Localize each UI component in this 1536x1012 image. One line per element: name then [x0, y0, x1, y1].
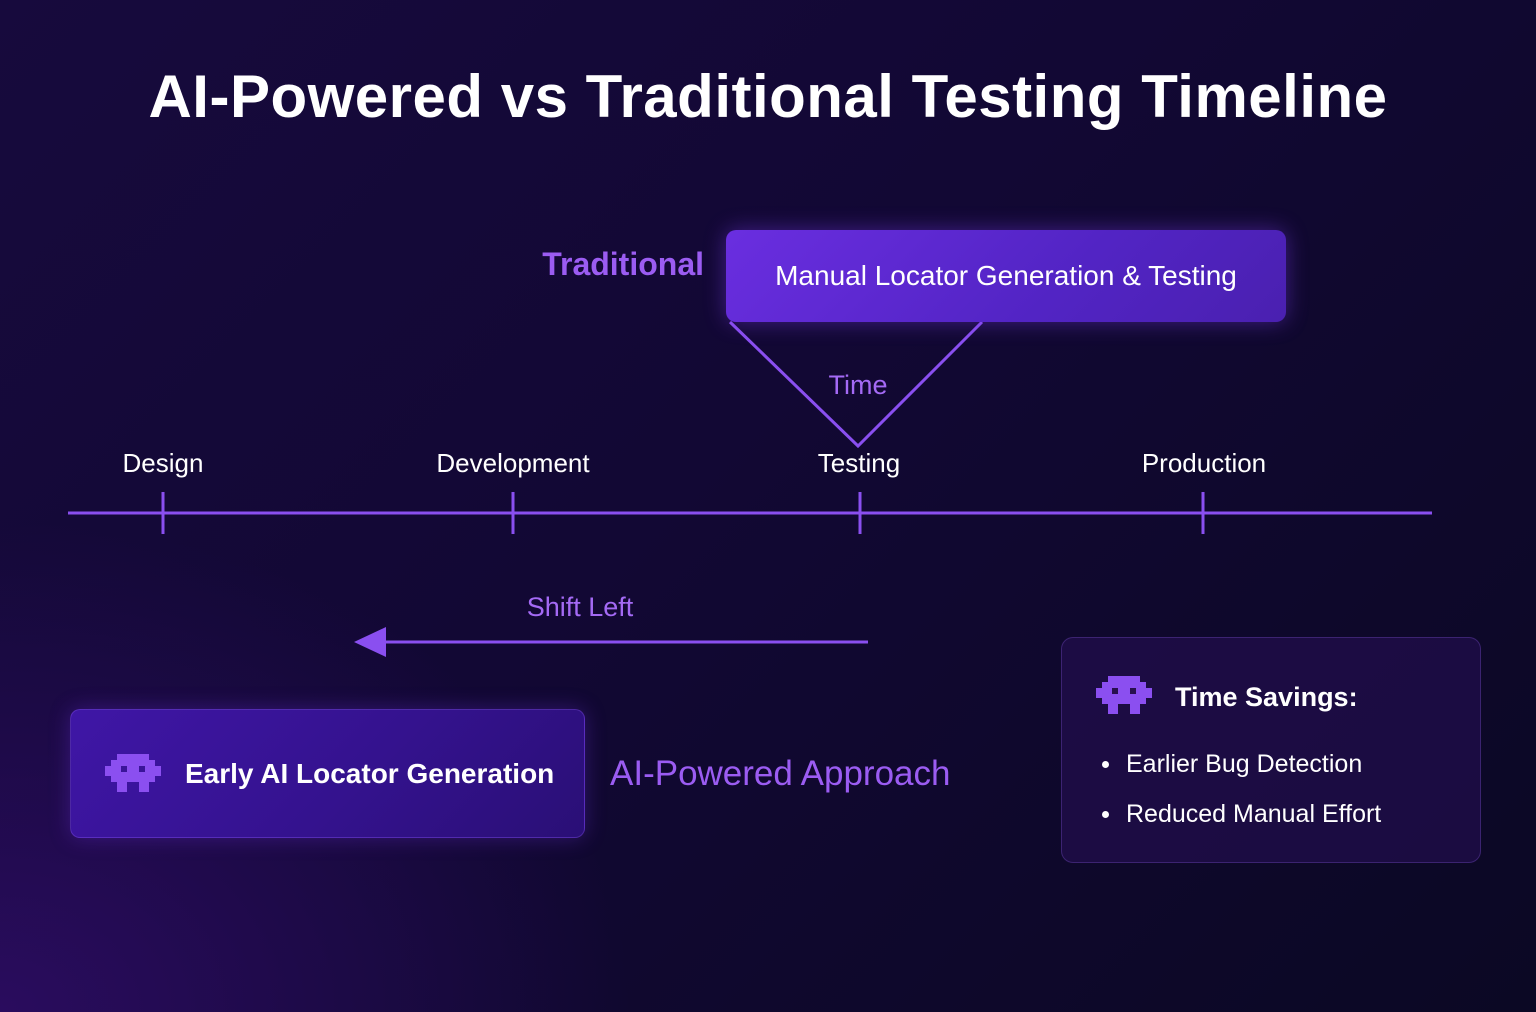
stage-label-development: Development: [436, 448, 590, 478]
early-ai-locator-label: Early AI Locator Generation: [185, 758, 555, 789]
bullet-icon: [1102, 811, 1109, 818]
early-ai-locator-box: Early AI Locator Generation: [70, 709, 585, 838]
ai-powered-approach-label: AI-Powered Approach: [610, 754, 951, 793]
robot-icon: [1096, 676, 1152, 714]
time-savings-card: Time Savings: Earlier Bug Detection Redu…: [1061, 637, 1481, 863]
traditional-label: Traditional: [542, 246, 704, 282]
time-wedge: [728, 320, 984, 449]
stage-label-design: Design: [122, 448, 204, 478]
stage-label-production: Production: [1141, 448, 1267, 478]
time-savings-list: Earlier Bug Detection Reduced Manual Eff…: [1100, 746, 1381, 846]
time-label: Time: [828, 370, 888, 400]
list-item-label: Earlier Bug Detection: [1126, 750, 1363, 778]
robot-icon: [105, 754, 161, 792]
manual-locator-box-label: Manual Locator Generation & Testing: [775, 260, 1237, 291]
shift-left-label: Shift Left: [526, 592, 634, 622]
shift-left-arrow-head: [354, 627, 386, 657]
stage-label-testing: Testing: [817, 448, 901, 478]
time-savings-title: Time Savings:: [1175, 682, 1358, 712]
list-item: Reduced Manual Effort: [1100, 796, 1381, 846]
bullet-icon: [1102, 761, 1109, 768]
page-title: AI-Powered vs Traditional Testing Timeli…: [148, 63, 1388, 130]
list-item: Earlier Bug Detection: [1100, 746, 1381, 796]
list-item-label: Reduced Manual Effort: [1126, 800, 1382, 828]
manual-locator-box: Manual Locator Generation & Testing: [726, 230, 1286, 322]
